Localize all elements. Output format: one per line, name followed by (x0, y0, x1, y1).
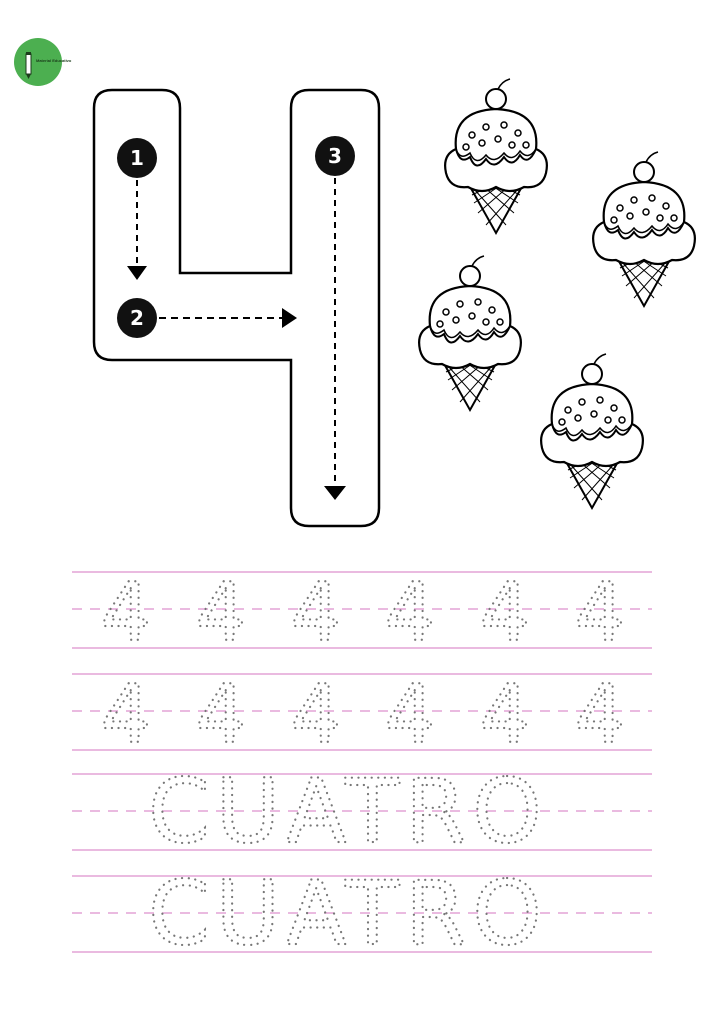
practice-sheet: 4 4 4 4 4 4 4 4 4 4 4 4 CUATRO CUATRO (72, 565, 652, 966)
logo-badge: Material Educativo (14, 38, 71, 86)
traceable-digit: 4 (385, 668, 436, 761)
svg-text:3: 3 (328, 144, 342, 168)
practice-row-4-lines (72, 875, 652, 953)
svg-text:1: 1 (130, 146, 144, 170)
traceable-digit: 4 (480, 668, 531, 761)
stroke-guide-3: 3 (315, 136, 355, 500)
pencil-icon (25, 52, 32, 79)
traceable-digit: 4 (480, 566, 531, 659)
traceable-digit: 4 (101, 566, 152, 659)
numeral-outline: 1 2 3 (92, 77, 696, 528)
traceable-digit: 4 (291, 668, 342, 761)
ice-cream-4 (540, 352, 644, 510)
practice-row-1-text: 4 4 4 4 4 4 (99, 565, 626, 660)
traceable-digit: 4 (575, 668, 626, 761)
traceable-digit: 4 (575, 566, 626, 659)
stroke-guide-1: 1 (117, 138, 157, 280)
traceable-word-2: CUATRO (148, 862, 547, 965)
numeral-four-shape (92, 88, 381, 528)
traceable-digit: 4 (196, 668, 247, 761)
ice-cream-1 (444, 77, 548, 235)
traceable-digit: 4 (385, 566, 436, 659)
ice-cream-2 (592, 150, 696, 308)
traceable-digit: 4 (101, 668, 152, 761)
logo-text: Material Educativo (36, 58, 72, 63)
ice-cream-3 (418, 254, 522, 412)
svg-text:2: 2 (130, 306, 144, 330)
practice-row-2-text: 4 4 4 4 4 4 (99, 667, 626, 762)
practice-row-3-lines (72, 773, 652, 851)
traceable-digit: 4 (291, 566, 342, 659)
traceable-digit: 4 (196, 566, 247, 659)
practice-row-2-lines (72, 673, 652, 751)
traceable-word-1: CUATRO (148, 760, 547, 863)
practice-row-1-lines (72, 571, 652, 649)
stroke-guide-2: 2 (117, 298, 297, 338)
